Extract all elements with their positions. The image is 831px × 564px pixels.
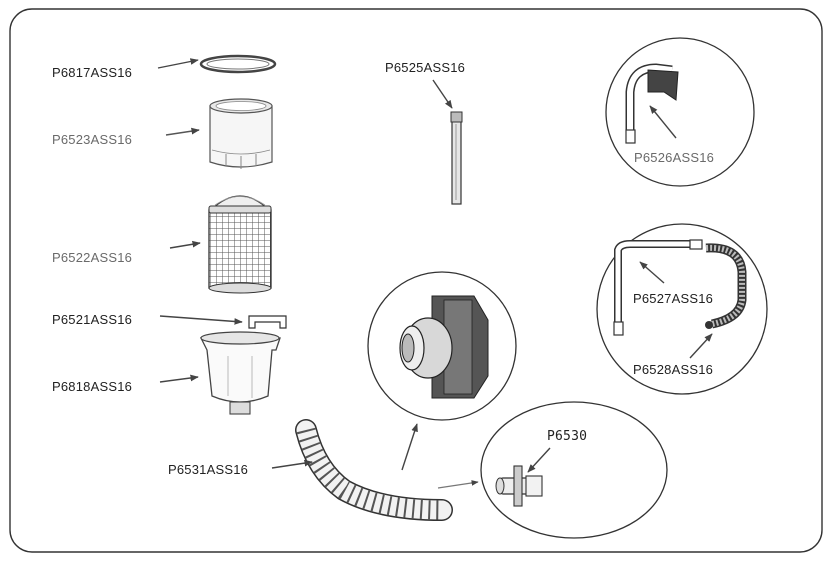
label-filter-cartridge: P6522ASS16 — [52, 250, 133, 265]
label-outer-bracket: P6528ASS16 — [633, 362, 714, 377]
arrow-housing — [165, 127, 200, 136]
label-rod: P6525ASS16 — [385, 60, 466, 75]
label-o-ring: P6817ASS16 — [52, 65, 133, 80]
arrow-hose-connector — [527, 447, 551, 473]
label-housing: P6523ASS16 — [52, 132, 133, 147]
label-hose: P6531ASS16 — [168, 462, 249, 477]
label-hanger-hook: P6526ASS16 — [634, 150, 715, 165]
arrow-basket — [159, 374, 199, 383]
clip-drawing — [248, 315, 287, 329]
arrow-hose-end — [401, 423, 418, 471]
label-basket: P6818ASS16 — [52, 379, 133, 394]
hose-connector-drawing — [495, 465, 543, 507]
rod-drawing — [450, 111, 463, 205]
basket-drawing — [199, 331, 281, 415]
arrow-hose-to-connector — [437, 480, 479, 489]
arrow-hanger-hook — [649, 105, 677, 139]
arrow-filter-cartridge — [169, 240, 201, 249]
circle-hose-connector — [480, 401, 668, 539]
outer-frame — [9, 8, 823, 553]
outer-bracket-drawing — [705, 243, 747, 329]
label-hose-connector: P6530 — [547, 429, 588, 444]
hanger-hook-drawing — [625, 63, 679, 144]
hose-end-drawing — [399, 295, 489, 399]
inner-bracket-drawing — [613, 239, 703, 336]
arrow-rod — [432, 79, 453, 109]
corrugated-hose-drawing — [295, 419, 453, 521]
arrow-outer-bracket — [689, 333, 713, 359]
arrow-clip — [159, 315, 243, 325]
arrow-inner-bracket — [639, 261, 665, 284]
o-ring-drawing — [199, 54, 277, 74]
filter-cartridge-drawing — [208, 195, 272, 294]
arrow-hose — [271, 459, 313, 469]
label-inner-bracket: P6527ASS16 — [633, 291, 714, 306]
housing-drawing — [209, 98, 273, 169]
label-clip: P6521ASS16 — [52, 312, 133, 327]
arrow-o-ring — [157, 58, 199, 69]
